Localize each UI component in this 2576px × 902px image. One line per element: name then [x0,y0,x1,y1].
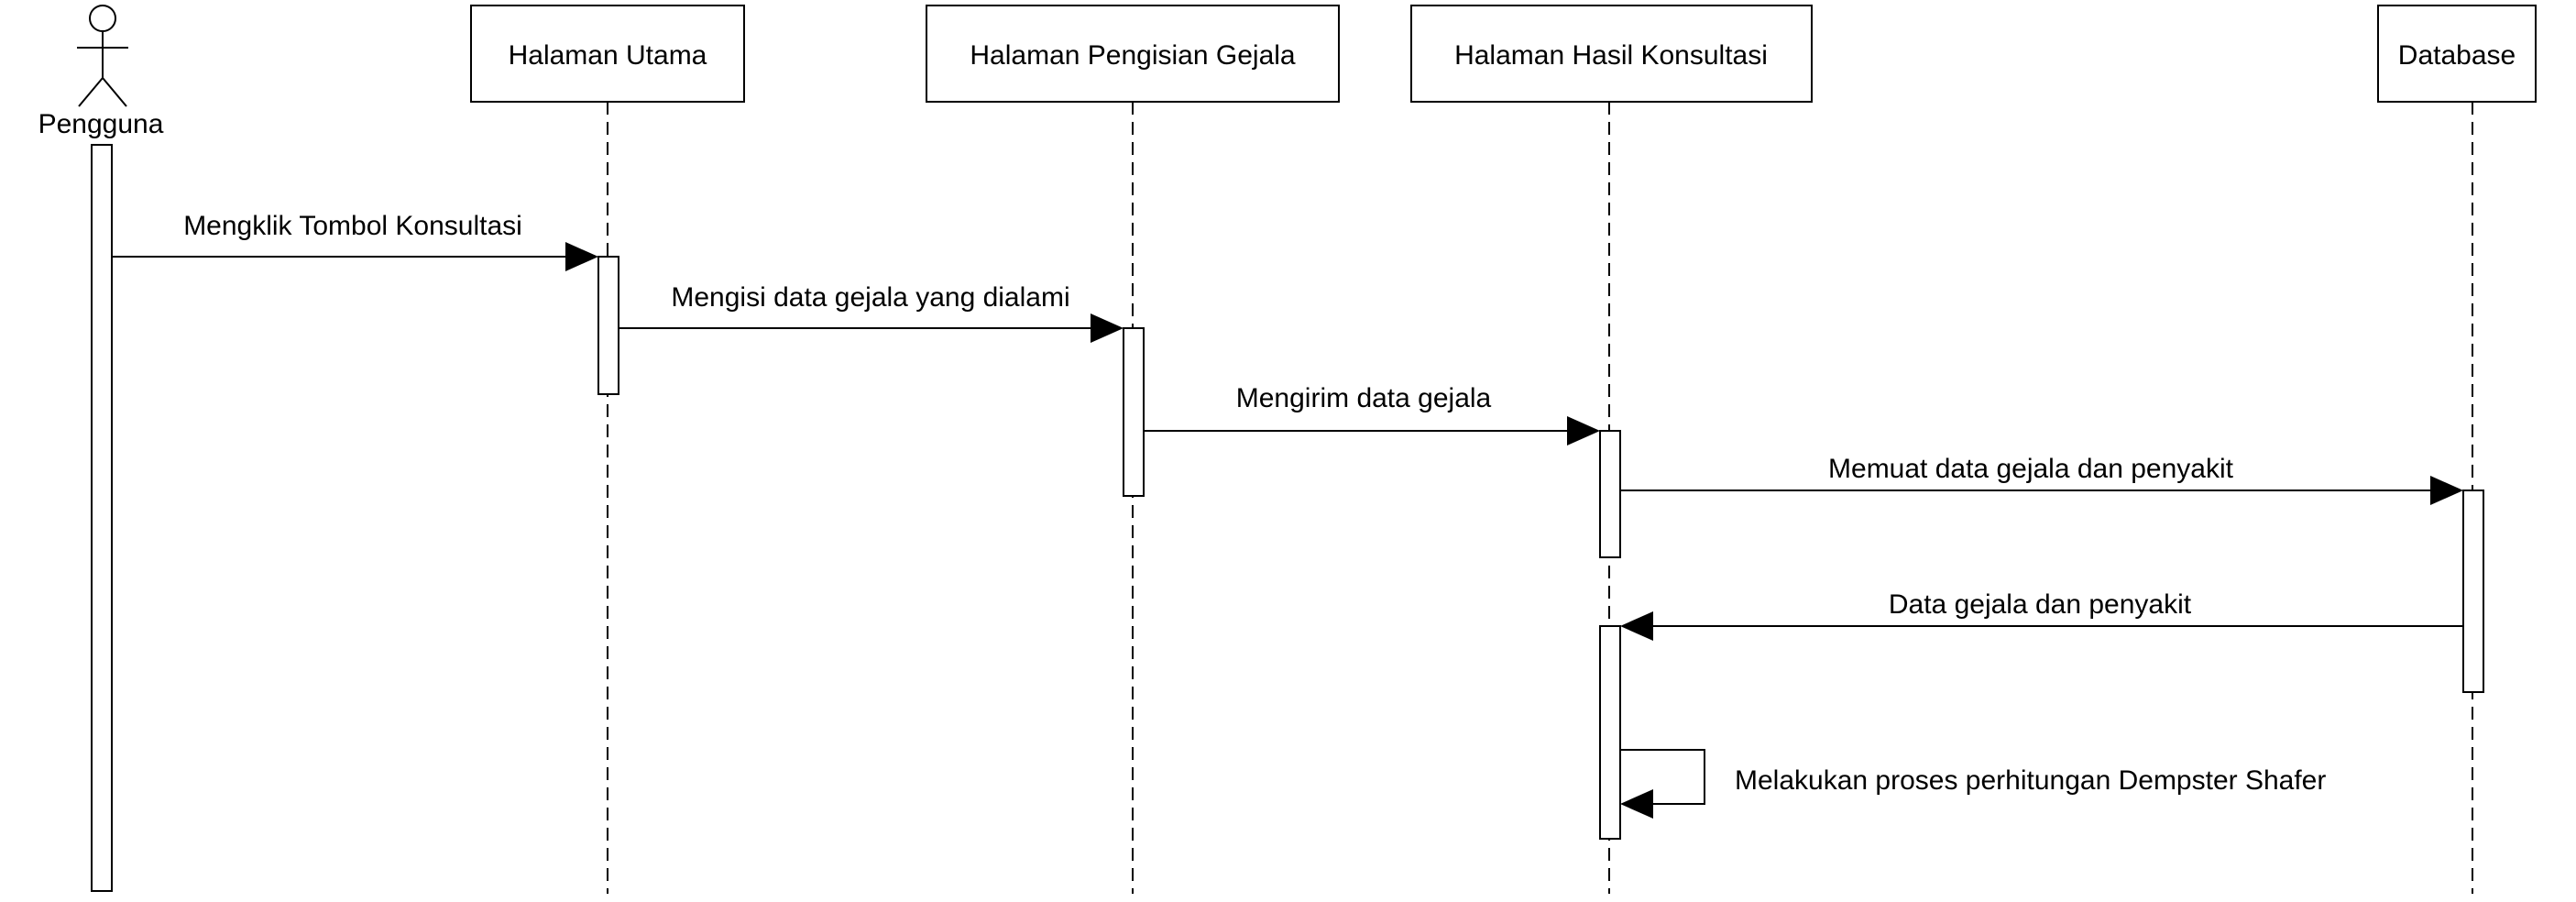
activation-halaman-hasil-konsultasi-1 [1599,430,1621,558]
message-4: Memuat data gejala dan penyakit [1620,454,2463,505]
message-label: Data gejala dan penyakit [1889,589,2192,620]
message-label: Memuat data gejala dan penyakit [1828,454,2234,484]
participant-box [926,5,1340,103]
actor-label: Pengguna [38,109,164,139]
message-6-self: Melakukan proses perhitungan Dempster Sh… [1620,749,2326,819]
activation-halaman-hasil-konsultasi-2 [1599,625,1621,840]
participant-box [470,5,745,103]
message-2: Mengisi data gejala yang dialami [619,282,1124,343]
activation-halaman-utama [597,256,619,395]
participant-database: Database [2377,5,2537,103]
message-label: Mengirim data gejala [1236,383,1492,413]
activation-pengguna [91,144,113,892]
activation-database [2462,490,2484,693]
participant-label: Halaman Pengisian Gejala [970,40,1296,71]
arrowhead-right-icon [2430,476,2463,505]
participant-box [1410,5,1813,103]
participant-halaman-pengisian-gejala: Halaman Pengisian Gejala [926,5,1340,103]
arrowhead-right-icon [565,242,598,271]
message-line [1620,749,1705,805]
arrowhead-right-icon [1567,416,1600,446]
message-3: Mengirim data gejala [1144,383,1600,446]
message-label: Mengisi data gejala yang dialami [671,282,1069,313]
message-label: Melakukan proses perhitungan Dempster Sh… [1735,765,2326,796]
message-label: Mengklik Tombol Konsultasi [183,211,522,241]
participant-label: Database [2398,40,2516,71]
participant-halaman-utama: Halaman Utama [470,5,745,103]
message-5: Data gejala dan penyakit [1620,589,2463,641]
arrowhead-left-icon [1620,611,1653,641]
participant-label: Halaman Utama [509,40,707,71]
arrowhead-right-icon [1091,314,1124,343]
actor-pengguna: Pengguna [38,5,164,139]
stick-figure-actor-icon [77,5,128,107]
activation-halaman-pengisian-gejala [1123,327,1145,497]
arrowhead-left-icon [1620,789,1653,819]
participant-halaman-hasil-konsultasi: Halaman Hasil Konsultasi [1410,5,1813,103]
participant-label: Halaman Hasil Konsultasi [1454,40,1768,71]
participant-box [2377,5,2537,103]
message-1: Mengklik Tombol Konsultasi [112,211,598,271]
